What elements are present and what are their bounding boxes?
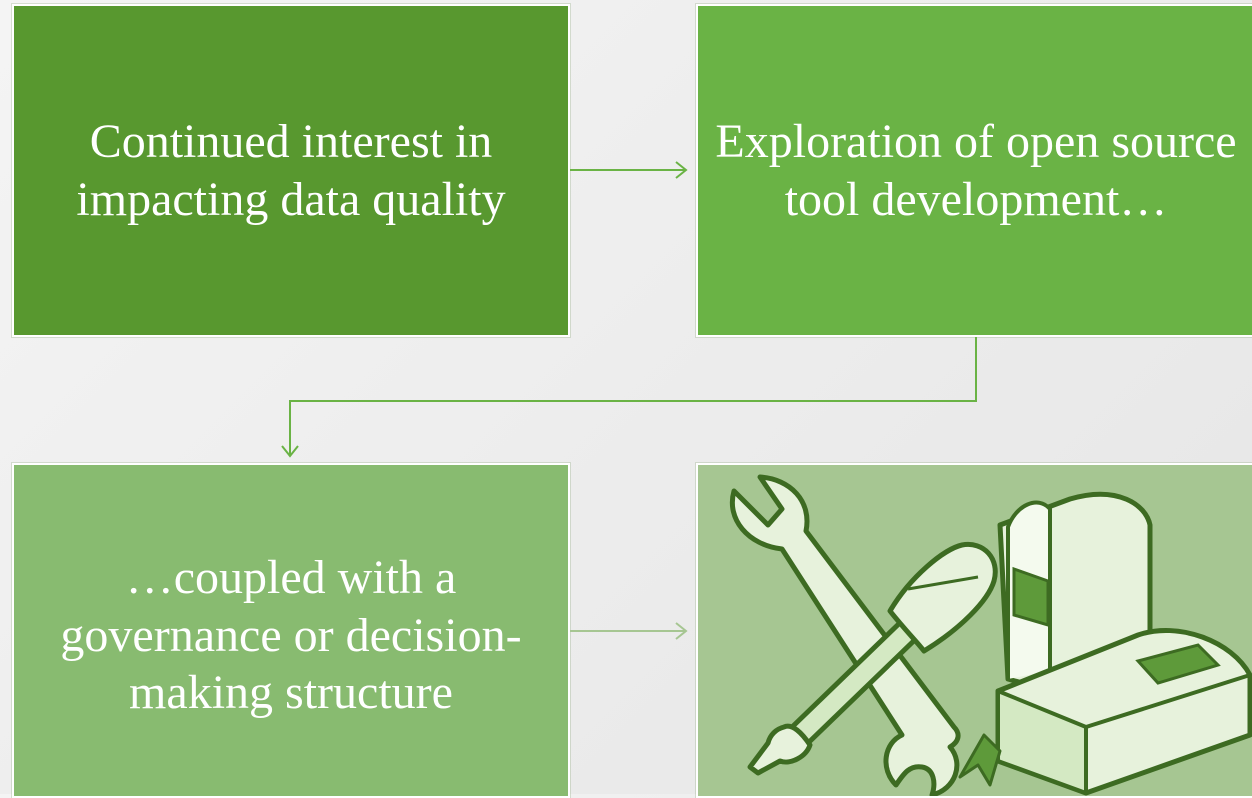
step-continued-interest-box: Continued interest in impacting data qua… bbox=[12, 4, 570, 337]
tools-and-books-illustration bbox=[729, 474, 1252, 796]
step-governance-box: …coupled with a governance or decision-m… bbox=[12, 463, 570, 798]
arrow-down-icon bbox=[281, 337, 977, 458]
step-continued-interest-label: Continued interest in impacting data qua… bbox=[76, 114, 506, 226]
book-icon bbox=[958, 628, 1252, 796]
arrow-right-icon bbox=[570, 161, 688, 179]
wrench-icon bbox=[729, 474, 961, 796]
step-exploration-label: Exploration of open source tool developm… bbox=[715, 114, 1237, 226]
arrow-right-icon bbox=[570, 622, 688, 640]
screwdriver-icon bbox=[747, 541, 998, 776]
step-exploration-box: Exploration of open source tool developm… bbox=[696, 4, 1252, 337]
tools-illustration-box bbox=[696, 463, 1252, 798]
book-icon bbox=[997, 491, 1153, 704]
step-governance-label: …coupled with a governance or decision-m… bbox=[60, 551, 522, 720]
